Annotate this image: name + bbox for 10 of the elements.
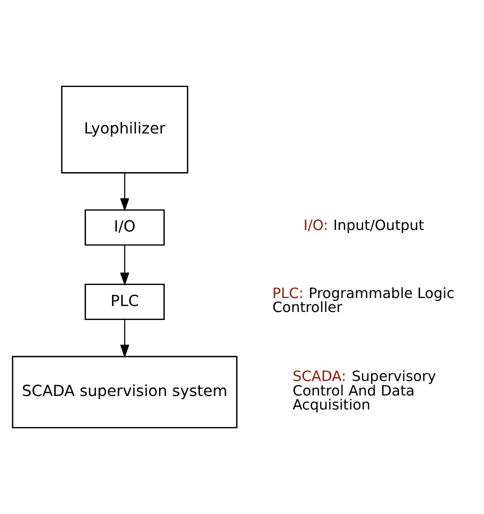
node-box: SCADA supervision system — [12, 356, 238, 428]
node-box: Lyophilizer — [61, 86, 188, 174]
arrow — [120, 172, 130, 212]
arrow — [120, 245, 130, 286]
label: PLC: Programmable Logic Controller — [272, 286, 454, 316]
node-box: PLC — [84, 284, 165, 320]
label: SCADA: Supervisory Control And Data Acquisition — [292, 369, 436, 414]
node-box: I/O — [84, 209, 165, 246]
arrow — [120, 320, 130, 358]
label: I/O: Input/Output — [304, 218, 424, 234]
